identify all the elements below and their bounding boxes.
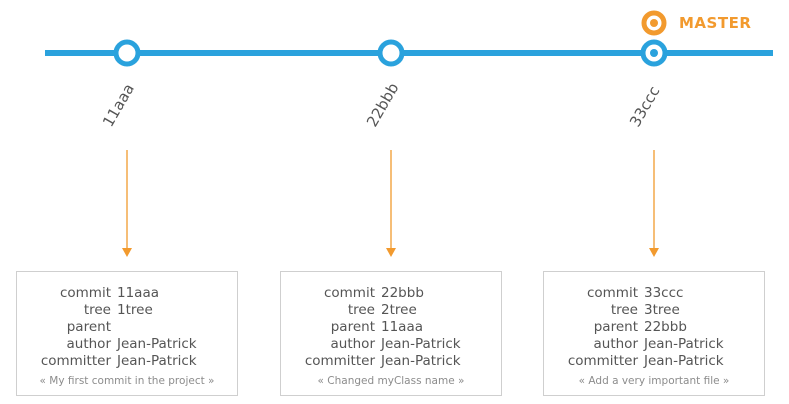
field-key: tree [610, 302, 638, 318]
commit-box-22bbb: commit 22bbb tree 2tree parent 11aaa aut… [280, 271, 502, 396]
field-value: Jean-Patrick [117, 353, 197, 369]
arrowhead-22bbb [386, 248, 396, 257]
field-key: commit [323, 285, 375, 301]
field-value: 11aaa [117, 285, 159, 301]
field-row: author Jean-Patrick [544, 336, 764, 353]
field-row: commit 11aaa [17, 285, 237, 302]
field-value: 2tree [381, 302, 417, 318]
commit-node-11aaa [113, 39, 141, 67]
field-value: Jean-Patrick [381, 353, 461, 369]
arrowhead-11aaa [122, 248, 132, 257]
field-row: parent [17, 319, 237, 336]
field-value: 33ccc [644, 285, 684, 301]
field-key: author [66, 336, 112, 352]
field-key: parent [66, 319, 111, 335]
field-row: committer Jean-Patrick [281, 353, 501, 370]
field-value: Jean-Patrick [644, 336, 724, 352]
field-key: commit [586, 285, 638, 301]
branch-pointer-center [650, 19, 658, 27]
field-key: committer [40, 353, 111, 369]
field-value: Jean-Patrick [117, 336, 197, 352]
field-key: author [330, 336, 376, 352]
field-value: 22bbb [381, 285, 424, 301]
field-key: tree [83, 302, 111, 318]
field-row: commit 33ccc [544, 285, 764, 302]
arrowhead-33ccc [649, 248, 659, 257]
commit-message: « Changed myClass name » [317, 375, 465, 387]
field-value: 11aaa [381, 319, 423, 335]
field-value: 1tree [117, 302, 153, 318]
commit-message: « Add a very important file » [578, 375, 730, 387]
field-row: author Jean-Patrick [17, 336, 237, 353]
field-row: commit 22bbb [281, 285, 501, 302]
field-value: Jean-Patrick [644, 353, 724, 369]
field-key: author [593, 336, 639, 352]
field-row: committer Jean-Patrick [17, 353, 237, 370]
field-key: parent [330, 319, 375, 335]
field-key: committer [567, 353, 638, 369]
field-row: parent 22bbb [544, 319, 764, 336]
commit-node-22bbb [377, 39, 405, 67]
field-key: commit [59, 285, 111, 301]
field-value: Jean-Patrick [381, 336, 461, 352]
commit-box-33ccc: commit 33ccc tree 3tree parent 22bbb aut… [543, 271, 765, 396]
field-row: tree 1tree [17, 302, 237, 319]
field-key: parent [593, 319, 638, 335]
branch-label: MASTER [679, 14, 752, 32]
field-key: tree [347, 302, 375, 318]
field-value: 3tree [644, 302, 680, 318]
field-value: 22bbb [644, 319, 687, 335]
field-row: tree 3tree [544, 302, 764, 319]
field-row: author Jean-Patrick [281, 336, 501, 353]
field-row: committer Jean-Patrick [544, 353, 764, 370]
commit-message: « My first commit in the project » [39, 375, 215, 387]
field-row: parent 11aaa [281, 319, 501, 336]
commit-box-11aaa: commit 11aaa tree 1tree parent author Je… [16, 271, 238, 396]
field-row: tree 2tree [281, 302, 501, 319]
field-key: committer [304, 353, 375, 369]
commit-node-33ccc-center [650, 49, 658, 57]
